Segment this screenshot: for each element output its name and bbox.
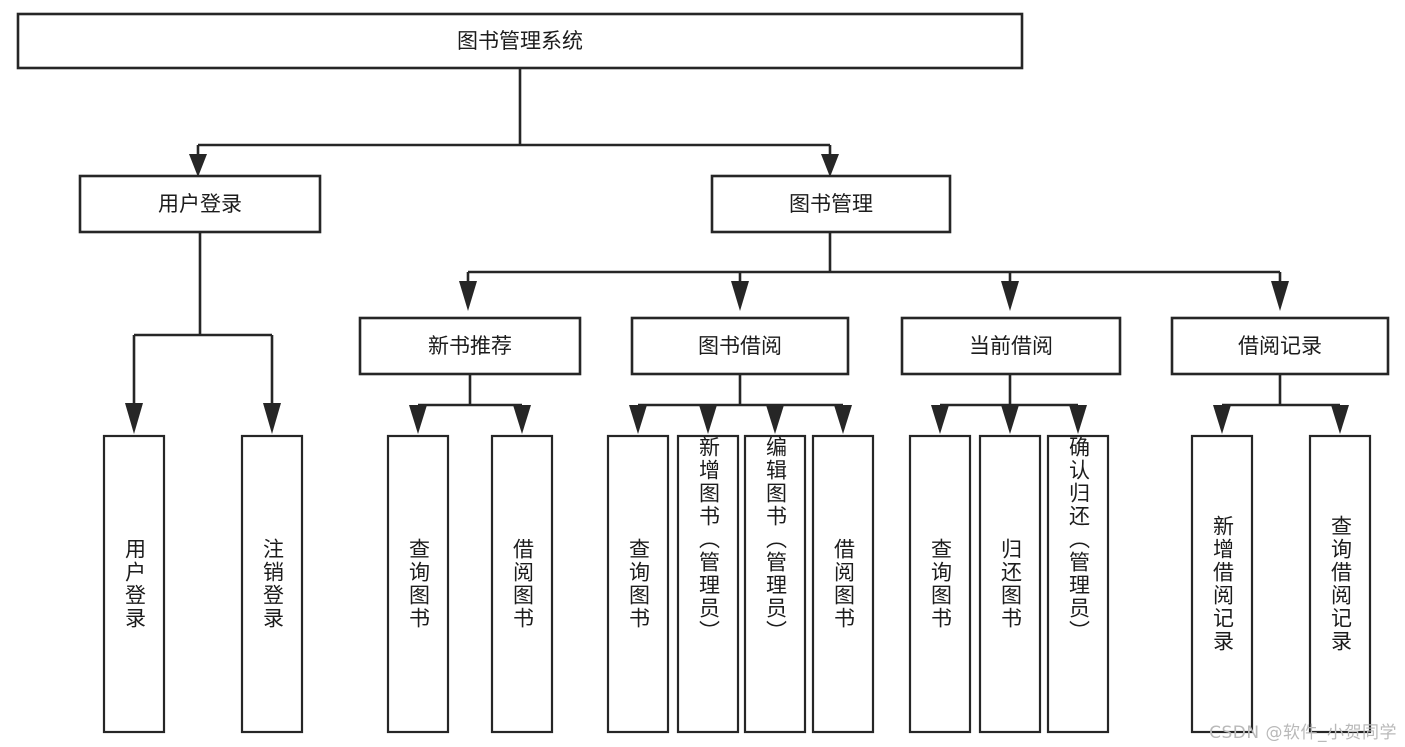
leaf-box-user-login-2[interactable] <box>240 434 304 734</box>
arrow-user-login-leaf-2 <box>263 403 281 434</box>
connector-group-user-login <box>125 232 281 434</box>
node-book-borrow[interactable]: 图书借阅 <box>630 316 850 376</box>
leaf-box-book-borrow-1[interactable] <box>606 434 670 734</box>
node-borrow-records-box[interactable] <box>1170 316 1390 376</box>
leaf-box-current-borrow-3[interactable] <box>1046 434 1110 734</box>
leaf-box-borrow-records-2[interactable] <box>1308 434 1372 734</box>
node-root-box[interactable] <box>16 12 1024 70</box>
node-book-management-box[interactable] <box>710 174 952 234</box>
node-book-management[interactable]: 图书管理 <box>710 174 952 234</box>
arrow-new-book-leaf-1 <box>409 405 427 434</box>
leaf-group-current-borrow <box>908 434 1110 734</box>
arrow-user-login-leaf-1 <box>125 403 143 434</box>
node-borrow-records-label: 借阅记录 <box>1238 334 1322 358</box>
arrow-borrow-records-leaf-1 <box>1213 405 1231 434</box>
leaf-group-book-borrow <box>606 434 875 734</box>
arrow-book-mgmt-to-new-book <box>459 281 477 311</box>
leaf-group-user-login <box>102 434 304 734</box>
node-new-book-recommend[interactable]: 新书推荐 <box>358 316 582 376</box>
csdn-watermark: CSDN @软件_小贺同学 <box>1209 723 1397 743</box>
node-current-borrow-box[interactable] <box>900 316 1122 376</box>
arrow-book-borrow-leaf-1 <box>629 405 647 434</box>
connector-group-borrow-records <box>1213 374 1349 434</box>
leaf-group-new-book-recommend <box>386 434 554 734</box>
arrow-book-mgmt-to-records <box>1271 281 1289 311</box>
node-root[interactable]: 图书管理系统 <box>16 12 1024 70</box>
node-root-label: 图书管理系统 <box>457 29 583 53</box>
leaf-box-user-login-1[interactable] <box>102 434 166 734</box>
node-new-book-recommend-box[interactable] <box>358 316 582 376</box>
node-current-borrow[interactable]: 当前借阅 <box>900 316 1122 376</box>
leaf-box-book-borrow-2[interactable] <box>676 434 740 734</box>
leaf-box-current-borrow-1[interactable] <box>908 434 972 734</box>
arrow-current-borrow-leaf-1 <box>931 405 949 434</box>
arrow-root-to-user-login <box>189 154 207 177</box>
connector-group-new-book-rec <box>409 374 531 434</box>
arrow-book-mgmt-to-current <box>1001 281 1019 311</box>
leaf-box-book-borrow-3[interactable] <box>743 434 807 734</box>
node-user-login-box[interactable] <box>78 174 322 234</box>
node-book-borrow-label: 图书借阅 <box>698 334 782 358</box>
connector-group-book-borrow <box>629 374 852 434</box>
arrow-book-borrow-leaf-3 <box>766 405 784 434</box>
node-book-borrow-box[interactable] <box>630 316 850 376</box>
node-user-login[interactable]: 用户登录 <box>78 174 322 234</box>
node-new-book-recommend-label: 新书推荐 <box>428 334 512 358</box>
node-book-management-label: 图书管理 <box>789 192 873 216</box>
arrow-current-borrow-leaf-2 <box>1001 405 1019 434</box>
arrow-current-borrow-leaf-3 <box>1069 405 1087 434</box>
connector-group-book-mgmt <box>459 232 1289 311</box>
arrow-book-mgmt-to-borrow <box>731 281 749 311</box>
leaf-box-book-borrow-4[interactable] <box>811 434 875 734</box>
node-user-login-label: 用户登录 <box>158 192 242 216</box>
leaf-box-new-book-1[interactable] <box>386 434 450 734</box>
leaf-group-borrow-records <box>1190 434 1372 734</box>
node-borrow-records[interactable]: 借阅记录 <box>1170 316 1390 376</box>
connector-group-current-borrow <box>931 374 1087 434</box>
arrow-new-book-leaf-2 <box>513 405 531 434</box>
node-current-borrow-label: 当前借阅 <box>969 334 1053 358</box>
arrow-book-borrow-leaf-2 <box>699 405 717 434</box>
arrow-book-borrow-leaf-4 <box>834 405 852 434</box>
connector-group-root <box>189 68 839 177</box>
arrow-borrow-records-leaf-2 <box>1331 405 1349 434</box>
leaf-box-new-book-2[interactable] <box>490 434 554 734</box>
leaf-box-borrow-records-1[interactable] <box>1190 434 1254 734</box>
arrow-root-to-book-mgmt <box>821 154 839 177</box>
leaf-box-current-borrow-2[interactable] <box>978 434 1042 734</box>
